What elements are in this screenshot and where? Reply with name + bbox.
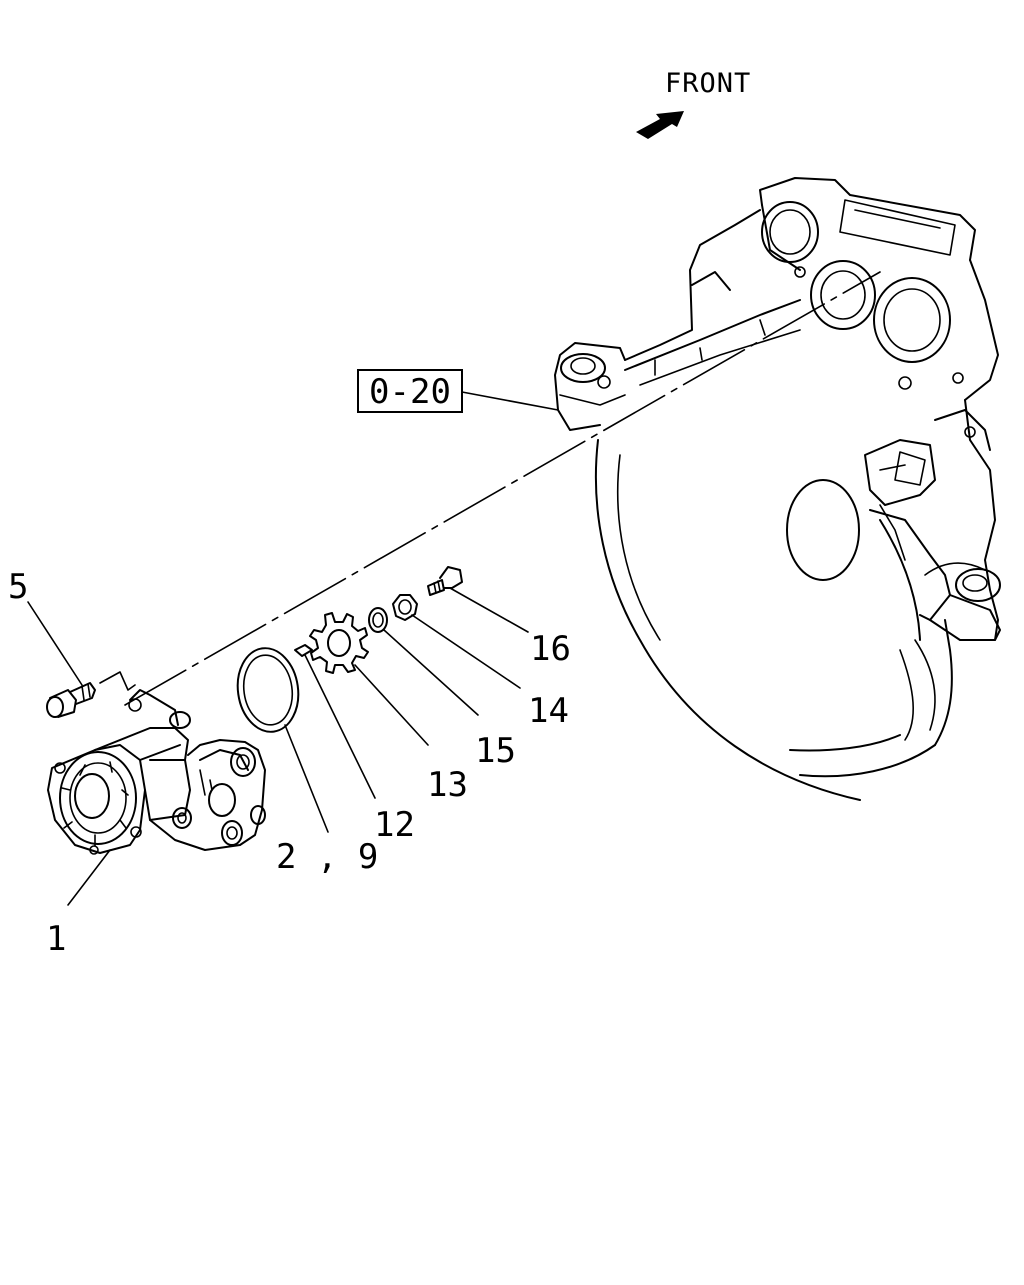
assembly-centerline [124, 271, 881, 706]
leader-1 [67, 849, 111, 906]
part-1-pump [47, 689, 266, 855]
part-15-washer [368, 607, 388, 633]
callout-16: 16 [530, 629, 571, 669]
callout-12: 12 [374, 805, 415, 845]
reference-box [357, 369, 463, 413]
callout-5: 5 [8, 567, 28, 607]
leader-12 [304, 654, 376, 799]
leader-16 [449, 587, 529, 633]
reference-leader [461, 391, 559, 411]
callout-1: 1 [46, 919, 66, 959]
callout-2-9: 2 , 9 [276, 837, 378, 877]
part-5-bolt [46, 671, 136, 718]
leader-5 [27, 601, 83, 686]
part-12-key [294, 644, 313, 657]
callout-14: 14 [528, 691, 569, 731]
reference-label: 0-20 [369, 372, 451, 412]
reference-callout-0-20: 0-20 [357, 369, 559, 413]
front-indicator: FRONT [636, 68, 751, 139]
part-13-gear [309, 612, 369, 674]
front-label: FRONT [665, 68, 751, 99]
leader-15 [383, 629, 479, 716]
part-16-fitting [427, 566, 463, 596]
leader-2-9 [284, 724, 329, 833]
leader-13 [354, 664, 429, 746]
leader-14 [411, 614, 521, 689]
leader-lines [27, 587, 529, 906]
part-14-nut [392, 594, 418, 621]
flywheel-housing [554, 177, 1001, 801]
callout-15: 15 [475, 731, 516, 771]
callout-13: 13 [427, 765, 468, 805]
front-arrow-icon [636, 111, 684, 139]
part-2-9-o-ring [236, 647, 300, 733]
callout-labels: 5 1 2 , 9 12 13 15 14 16 [8, 567, 571, 959]
